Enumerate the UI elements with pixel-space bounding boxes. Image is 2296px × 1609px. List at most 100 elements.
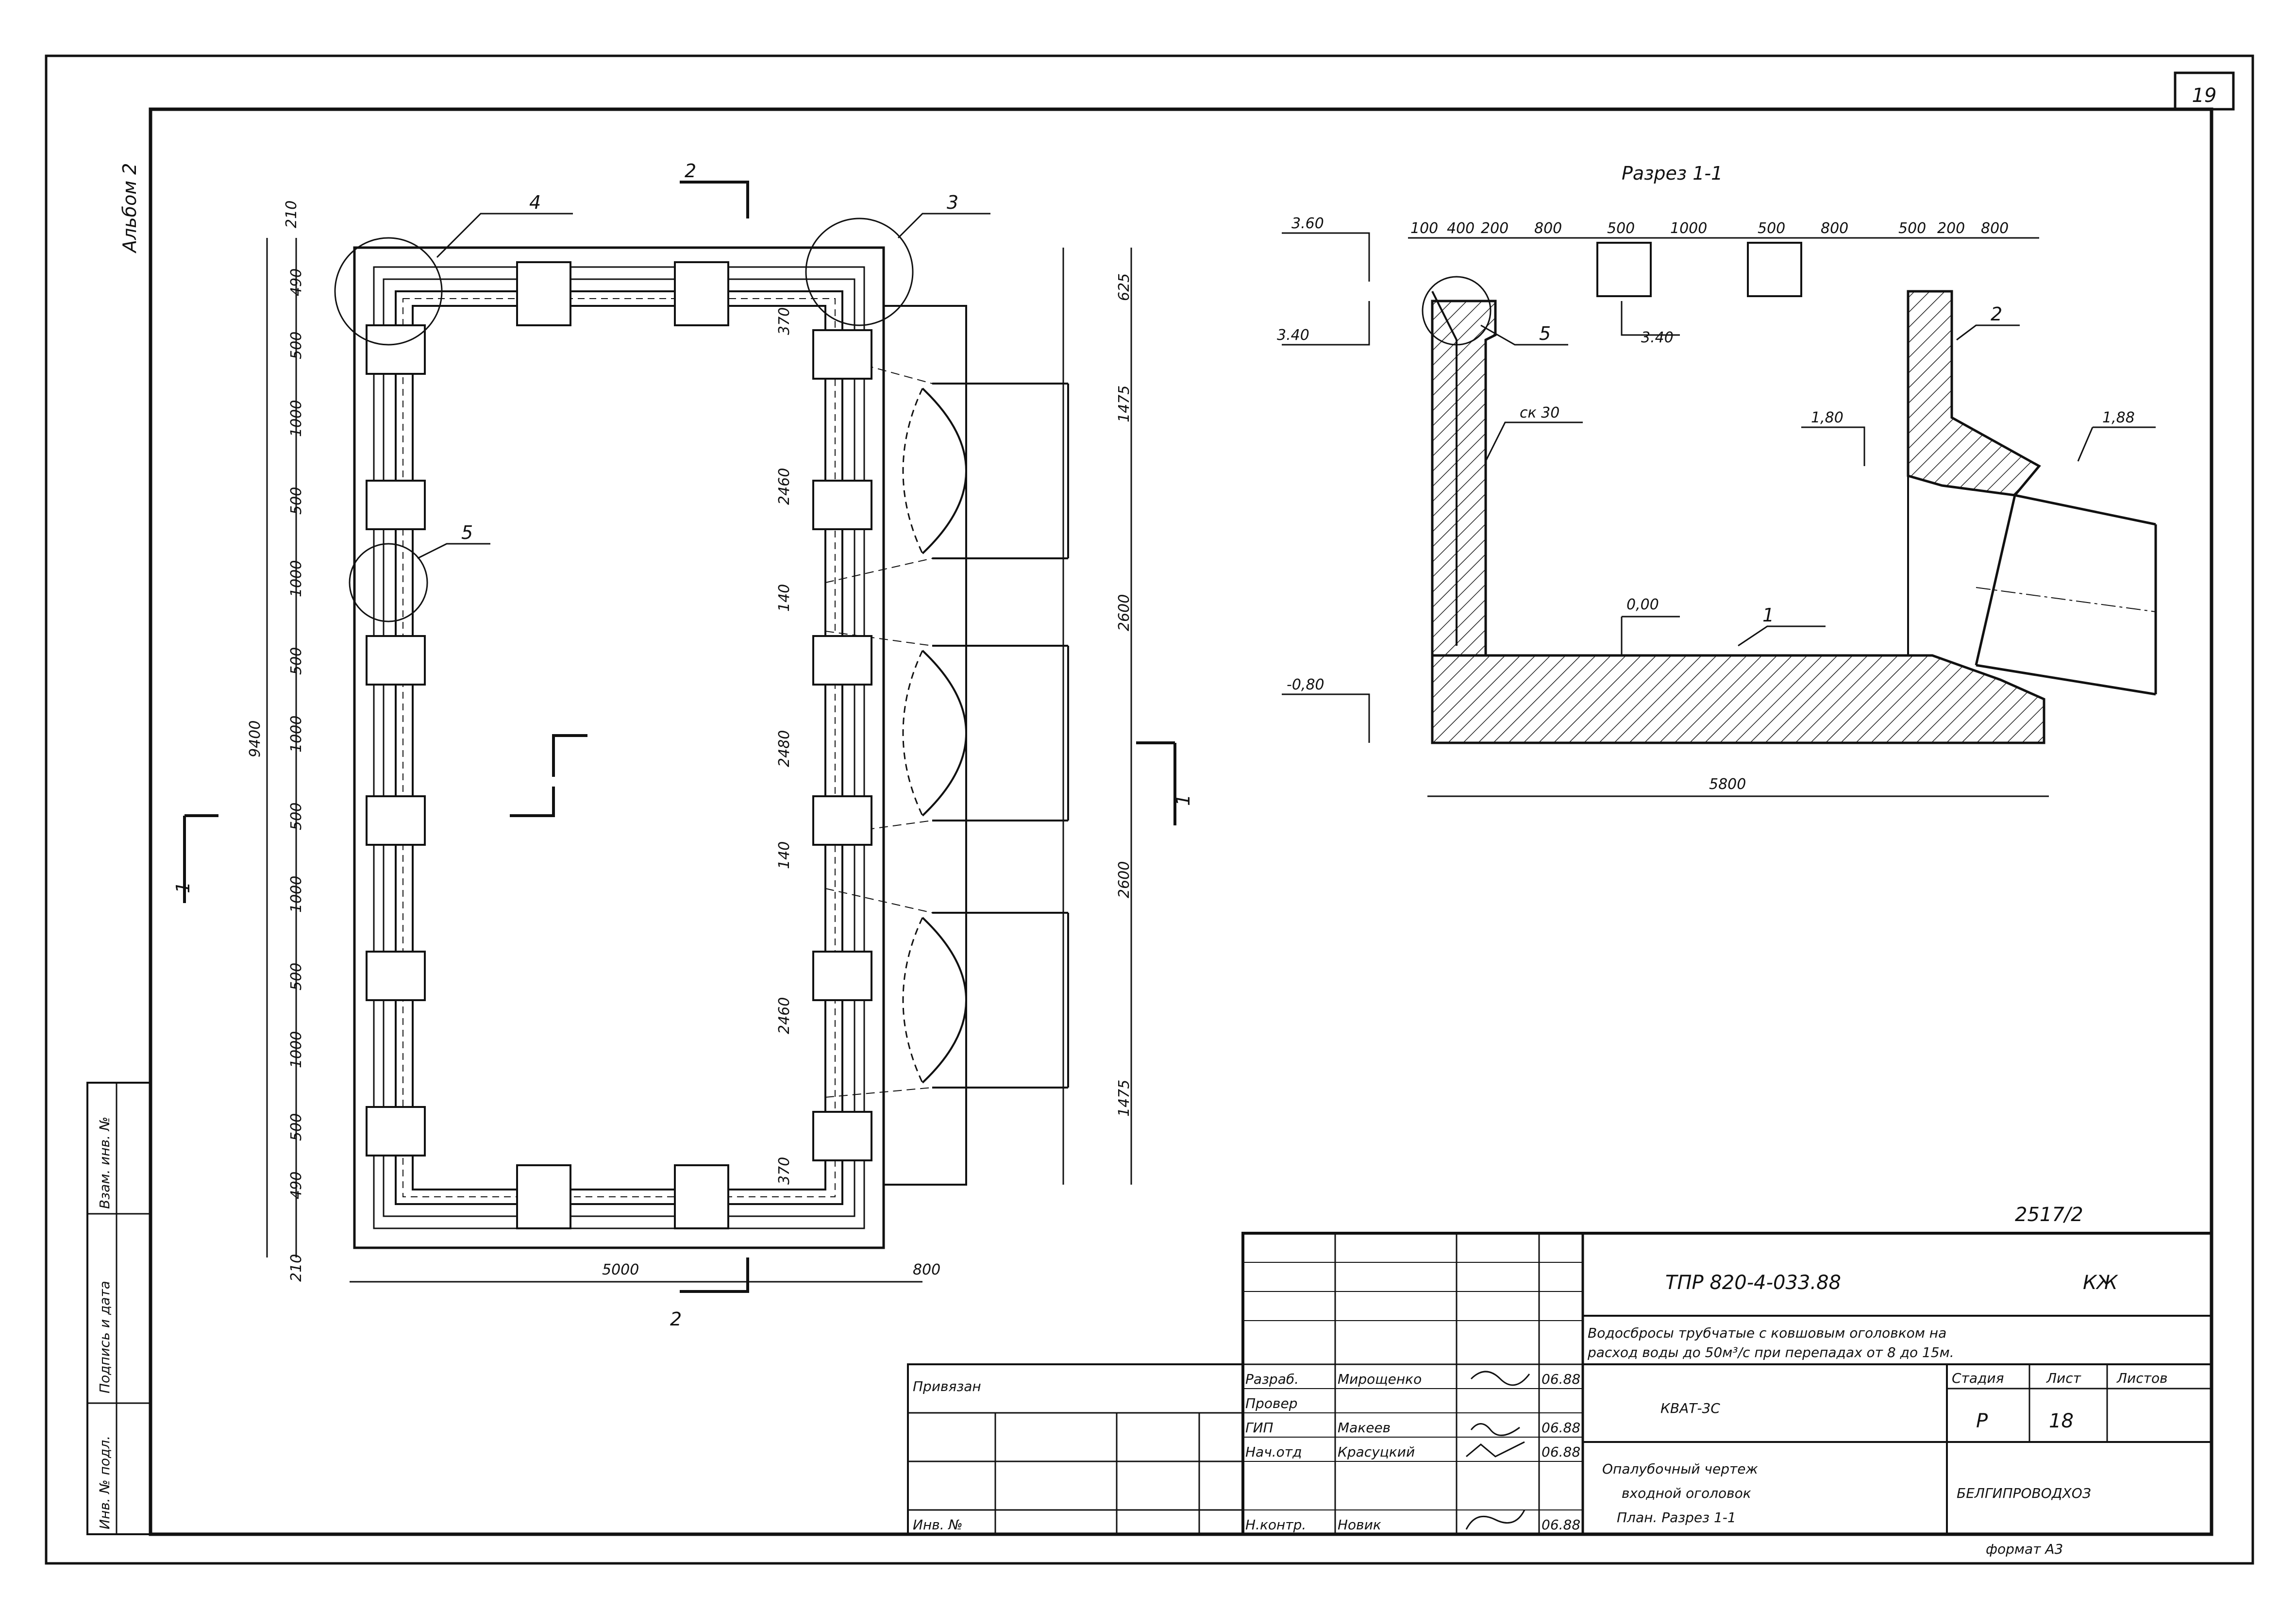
section-top-dim-9: 200	[1937, 220, 1965, 237]
side-stamp-inv: Инв. № подл.	[97, 1436, 113, 1529]
dim-left-0: 210	[283, 201, 300, 228]
pipe-outlets	[825, 354, 1069, 1098]
elev-3-40-left: 3.40	[1277, 327, 1309, 344]
tb-sheets-header: Листов	[2116, 1370, 2168, 1386]
leader-label-sk30	[1485, 421, 1583, 462]
tb-role-2: ГИП	[1245, 1420, 1274, 1436]
dim-inner-right-1: 2460	[776, 468, 793, 505]
tb-role-1: Провер	[1245, 1395, 1297, 1411]
section-top-dim-0: 100	[1410, 220, 1438, 237]
plan-outlet-block	[883, 305, 967, 1186]
plan-outer-wall	[353, 246, 885, 1249]
dim-left-4: 500	[288, 487, 305, 515]
side-stamp: Инв. № подл. Подпись и дата Взам. инв. №	[86, 1082, 151, 1535]
dim-overall-height: 9400	[247, 721, 264, 757]
tb-roles: Разраб. Провер ГИП Нач.отд Н.контр. Миро…	[1245, 1371, 1580, 1533]
callout-circle-3	[805, 218, 914, 326]
section-top-dim-10: 800	[1981, 220, 2009, 237]
callout-leader-5	[417, 543, 490, 559]
cut-label-2-bottom: 2	[670, 1308, 682, 1330]
tb-name-2: Макеев	[1338, 1420, 1391, 1436]
dim-left-9: 1000	[288, 876, 305, 913]
leader-label-5	[1480, 324, 1568, 346]
plan-inner-outline-3	[395, 290, 843, 1205]
tb-role-4: Н.контр.	[1245, 1517, 1306, 1533]
section-label-5: 5	[1539, 323, 1551, 344]
elev-mark-3-40	[1282, 301, 1370, 346]
section-top-dim-4: 500	[1607, 220, 1635, 237]
dim-left-13: 490	[288, 1172, 305, 1199]
section-top-dim-3: 800	[1534, 220, 1562, 237]
dim-far-right-3: 2600	[1116, 861, 1133, 898]
elev-1-80: 1,80	[1811, 409, 1844, 426]
tb-sheet-header: Лист	[2046, 1370, 2081, 1386]
leader-label-2	[1956, 324, 2020, 341]
section-pipe-axis	[1976, 587, 2156, 612]
elev-mark-0	[1621, 616, 1680, 655]
tb-privyazan: Привязан	[913, 1378, 981, 1394]
tb-role-3: Нач.отд	[1245, 1444, 1302, 1460]
tb-date-0: 06.88	[1542, 1371, 1580, 1387]
tb-code: ТПР 820-4-033.88	[1665, 1272, 1841, 1294]
section-right-wall	[1907, 290, 2041, 497]
side-stamp-replace: Взам. инв. №	[97, 1117, 113, 1209]
dim-left-6: 500	[288, 647, 305, 675]
elev-3-60: 3.60	[1291, 215, 1324, 232]
section-callout-circle	[1422, 276, 1492, 346]
tb-description-2: расход воды до 50м³/с при перепадах от 8…	[1587, 1344, 1954, 1360]
cut-label-1-right: 1	[1173, 794, 1194, 806]
section-top-dim-7: 800	[1821, 220, 1848, 237]
dim-inner-right-4: 140	[776, 841, 793, 869]
tb-drawing-3: План. Разрез 1-1	[1617, 1509, 1736, 1525]
signatures	[1465, 1371, 1530, 1530]
section-left-wall	[1431, 300, 1497, 657]
sheet-number: 2517/2	[2015, 1204, 2083, 1226]
dim-inner-right-0: 370	[776, 307, 793, 335]
cut-mark-2-top	[680, 181, 749, 218]
callout-label-4: 4	[529, 192, 541, 213]
callout-label-5: 5	[461, 522, 473, 543]
plan-dashed-contour	[402, 298, 836, 1197]
tb-organization: БЕЛГИПРОВОДХОЗ	[1957, 1485, 2091, 1501]
elev-mark-3-40-b	[1621, 301, 1680, 336]
section-label-sk30: ск 30	[1520, 404, 1559, 421]
dim-left-8: 500	[288, 803, 305, 830]
plan-inner-outline-1	[373, 266, 865, 1229]
tb-name-4: Новик	[1338, 1517, 1381, 1533]
elev-mark-1-80	[1801, 426, 1865, 466]
elev-mark-1-88	[2077, 426, 2156, 462]
dim-inner-right-2: 140	[776, 584, 793, 612]
callout-circle-4	[334, 237, 443, 346]
plan-inner-outline-4	[412, 305, 826, 1190]
side-stamp-sign: Подпись и дата	[97, 1281, 113, 1393]
dim-left-11: 1000	[288, 1031, 305, 1068]
dim-wall-right: 800	[913, 1261, 940, 1278]
section-outlet-pipe	[1975, 494, 2157, 696]
tb-stage-header: Стадия	[1952, 1370, 2004, 1386]
tb-drawing-2: входной оголовок	[1622, 1485, 1751, 1501]
dim-overall-width: 5000	[602, 1261, 639, 1278]
inner-frame	[149, 107, 2213, 1536]
tb-inv-no: Инв. №	[913, 1517, 963, 1533]
dim-inner-right-6: 370	[776, 1157, 793, 1185]
dim-far-right-0: 625	[1116, 273, 1133, 301]
section-view	[1282, 232, 2157, 797]
dim-left-10: 500	[288, 963, 305, 990]
dim-left-12: 500	[288, 1113, 305, 1141]
leader-label-1	[1738, 625, 1826, 647]
tb-date-2: 06.88	[1542, 1420, 1580, 1436]
plan-center-mark-bottom	[510, 787, 555, 817]
section-top-block-2	[1747, 242, 1802, 297]
page-number-box	[2174, 71, 2235, 111]
tb-name-3: Красуцкий	[1338, 1444, 1415, 1460]
section-top-dim-6: 500	[1758, 220, 1785, 237]
tb-description-1: Водосбросы трубчатые с ковшовым оголовко…	[1588, 1325, 1946, 1341]
cut-label-1-left: 1	[172, 882, 194, 893]
section-left-wall-face	[1431, 291, 1458, 646]
dim-left-2: 500	[288, 332, 305, 359]
dim-left-7: 1000	[288, 716, 305, 753]
tb-object: КВАТ-3С	[1660, 1400, 1720, 1416]
section-top-dim-8: 500	[1898, 220, 1926, 237]
elev-minus-0-80: -0,80	[1287, 676, 1324, 693]
